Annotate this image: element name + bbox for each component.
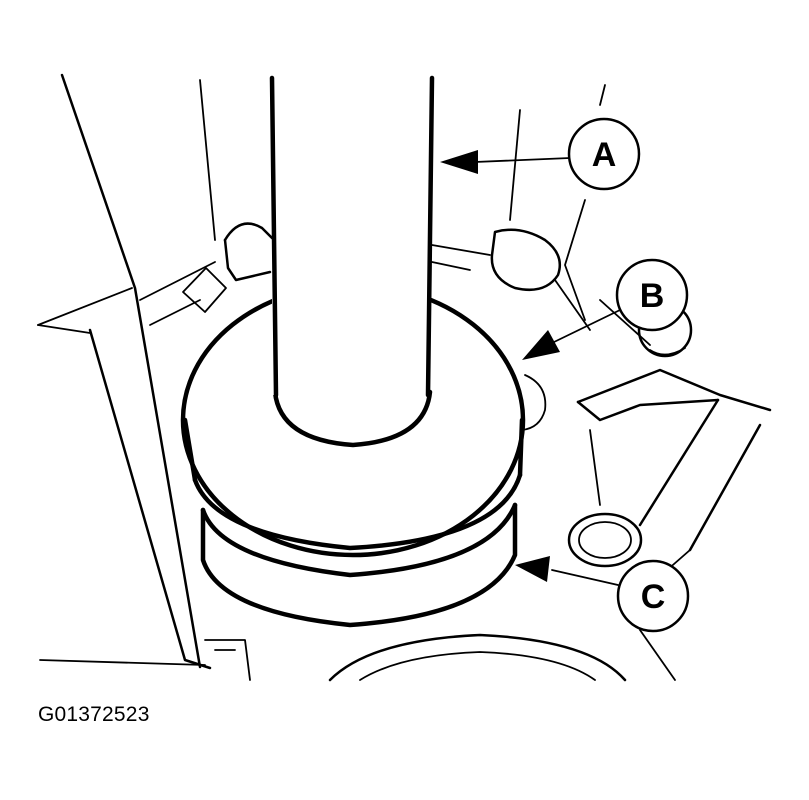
callout-b: B xyxy=(522,258,689,360)
arrow-head-b xyxy=(522,330,560,360)
figure-id: G01372523 xyxy=(38,703,150,726)
housing-background xyxy=(37,73,772,682)
arrow-head-a xyxy=(440,150,478,174)
installer-tool-shaft xyxy=(269,70,435,398)
seal-stack xyxy=(182,417,525,628)
callout-circle-c xyxy=(616,559,690,633)
callout-label-b: B xyxy=(640,277,665,315)
callout-c: C xyxy=(515,556,690,633)
callout-label-a: A xyxy=(592,136,617,174)
callout-circle-a xyxy=(567,117,641,191)
callout-a: A xyxy=(440,117,641,191)
arrow-head-c xyxy=(515,556,550,582)
callout-circle-b xyxy=(615,258,689,332)
callout-label-c: C xyxy=(641,578,666,616)
